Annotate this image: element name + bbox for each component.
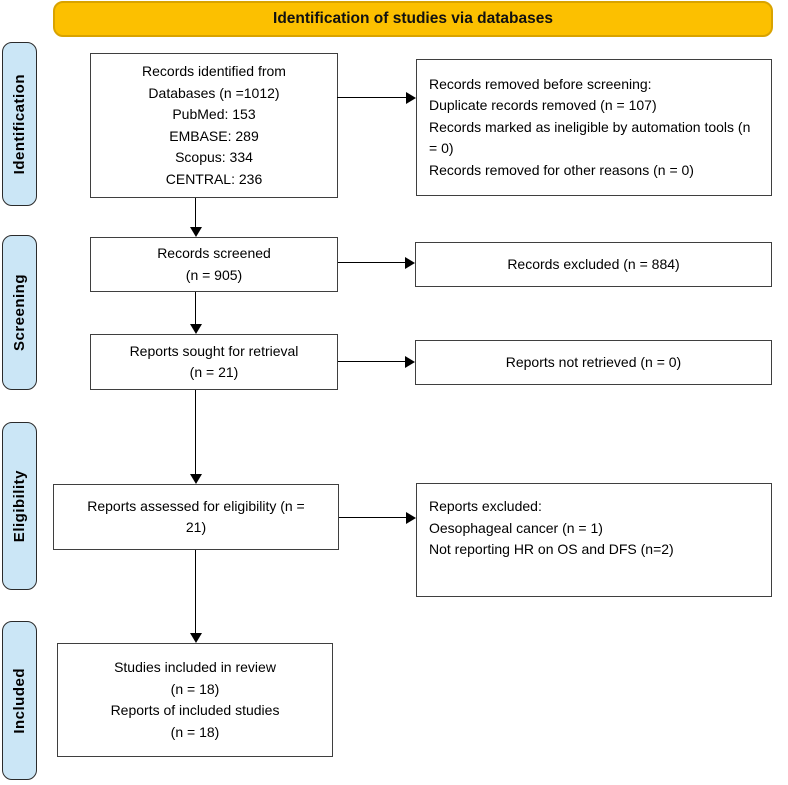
arrowhead-right-icon [405,356,415,368]
box-reports-assessed: Reports assessed for eligibility (n = 21… [53,484,339,550]
box-text-line: 21) [185,519,207,535]
box-text-line: Records identified from [142,63,286,79]
stage-identification: Identification [2,42,37,206]
arrowhead-right-icon [405,257,415,269]
arrowhead-down-icon [190,227,202,237]
box-text-line: Not reporting HR on OS and DFS (n=2) [429,541,674,557]
box-text-line: Duplicate records removed (n = 107) [429,97,657,114]
stage-included: Included [2,621,37,780]
stage-screening-label: Screening [11,273,28,352]
box-records-identified: Records identified from Databases (n =10… [90,53,338,198]
box-text-line: Scopus: 334 [175,149,253,165]
box-text-line: Reports assessed for eligibility (n = [87,497,305,514]
box-records-removed-before-screening: Records removed before screening: Duplic… [416,59,772,196]
box-text-line: Databases (n =1012) [148,84,280,101]
box-reports-not-retrieved: Reports not retrieved (n = 0) [415,340,772,385]
box-text-line: PubMed: 153 [172,106,256,122]
arrow-screened-to-excluded [338,262,406,263]
arrow-assessed-to-included [195,550,196,634]
box-text-line: Records excluded (n = 884) [507,255,680,272]
banner-title: Identification of studies via databases [273,10,553,27]
box-text-line: EMBASE: 289 [169,127,259,144]
box-text-line: Records screened [157,245,271,261]
stage-identification-label: Identification [11,73,28,175]
arrowhead-down-icon [190,324,202,334]
arrow-sought-to-assessed [195,390,196,475]
box-records-screened: Records screened (n = 905) [90,237,338,292]
arrowhead-down-icon [190,633,202,643]
stage-eligibility-label: Eligibility [11,469,28,543]
arrowhead-right-icon [406,92,416,104]
box-text-line: Records removed for other reasons (n = 0… [429,161,694,178]
box-text-line: Records marked as ineligible by automati… [429,118,751,157]
box-text-line: Oesophageal cancer (n = 1) [429,519,603,536]
box-text-line: (n = 21) [189,364,239,380]
arrowhead-right-icon [406,512,416,524]
box-text-line: (n = 18) [170,723,220,740]
arrowhead-down-icon [190,474,202,484]
box-text-line: CENTRAL: 236 [165,170,263,187]
arrow-assessed-to-excluded [339,517,407,518]
box-records-excluded: Records excluded (n = 884) [415,242,772,287]
box-reports-sought: Reports sought for retrieval (n = 21) [90,334,338,390]
stage-eligibility: Eligibility [2,422,37,590]
box-text-line: Studies included in review [114,659,276,675]
stage-included-label: Included [11,667,28,734]
arrow-sought-to-not-retrieved [338,361,406,362]
box-text-line: (n = 905) [185,266,243,283]
arrow-identified-to-removed [337,97,407,98]
box-reports-excluded: Reports excluded: Oesophageal cancer (n … [416,483,772,597]
box-text-line: Reports of included studies [110,702,280,718]
box-text-line: Reports not retrieved (n = 0) [505,353,682,370]
box-text-line: (n = 18) [170,680,220,697]
box-text-line: Reports sought for retrieval [129,342,299,359]
banner-identification-via-databases: Identification of studies via databases [53,1,773,37]
box-text-line: Reports excluded: [429,498,542,514]
box-text-line: Records removed before screening: [429,75,652,92]
box-studies-included: Studies included in review (n = 18) Repo… [57,643,333,757]
stage-screening: Screening [2,235,37,390]
arrow-screened-to-sought [195,292,196,325]
arrow-identified-to-screened [195,198,196,228]
